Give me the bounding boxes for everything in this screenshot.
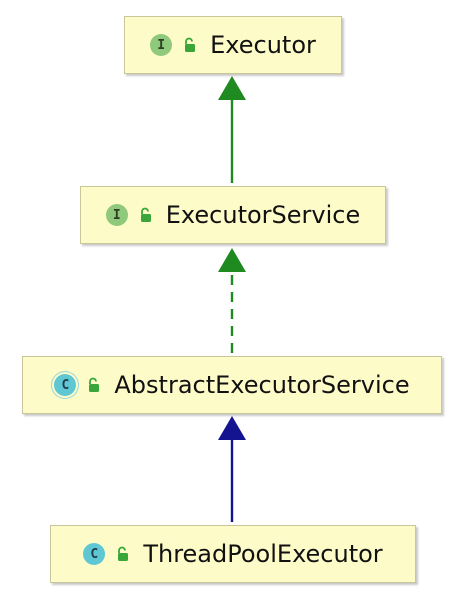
unlocked-icon	[140, 207, 151, 222]
unlocked-icon	[89, 377, 100, 392]
node-executor-service[interactable]: I ExecutorService	[80, 186, 386, 244]
abstract-class-icon: C	[54, 374, 77, 396]
unlocked-icon	[185, 37, 196, 52]
unlocked-icon	[118, 546, 129, 561]
class-icon: C	[83, 543, 106, 565]
interface-icon: I	[150, 34, 173, 56]
arrowhead-abstractexecutorservice	[218, 416, 246, 440]
interface-icon: I	[105, 204, 128, 226]
node-label: AbstractExecutorService	[114, 371, 410, 399]
node-thread-pool-executor[interactable]: C ThreadPoolExecutor	[50, 525, 416, 583]
arrowhead-executor	[218, 76, 246, 100]
arrowhead-executorservice	[218, 248, 246, 272]
node-abstract-executor-service[interactable]: C AbstractExecutorService	[22, 356, 442, 414]
node-label: Executor	[210, 31, 316, 59]
node-label: ThreadPoolExecutor	[143, 540, 383, 568]
node-label: ExecutorService	[165, 201, 361, 229]
node-executor[interactable]: I Executor	[124, 16, 342, 74]
